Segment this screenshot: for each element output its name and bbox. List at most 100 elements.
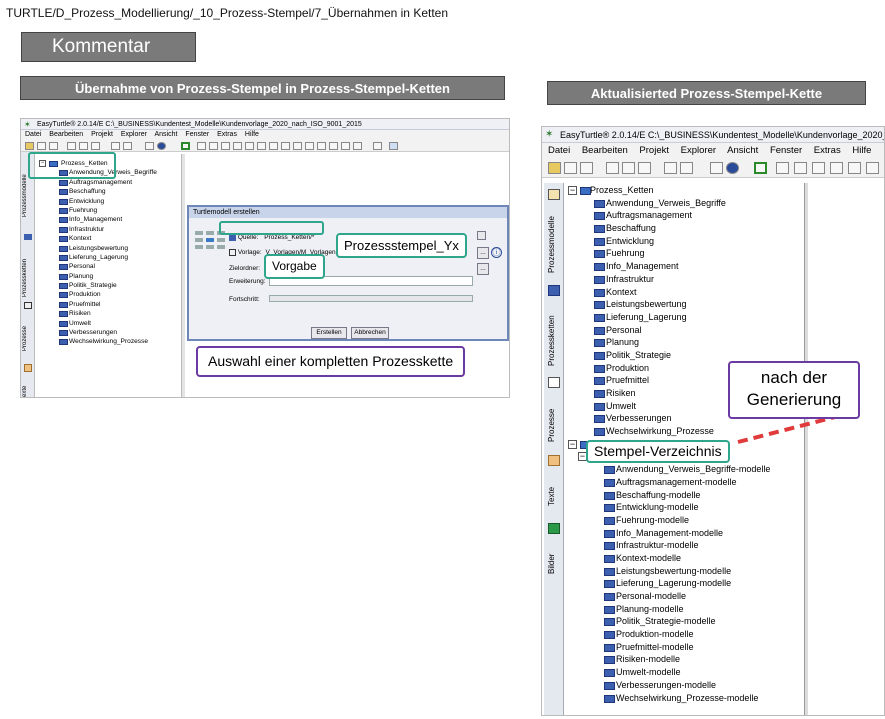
tree-item[interactable]: Auftragsmanagement [568,209,808,222]
tree-root[interactable]: −Prozess_Ketten [568,184,808,197]
menu-hilfe[interactable]: Hilfe [244,131,259,138]
tree-item[interactable]: Produktion [39,290,189,299]
tree-item[interactable]: Anwendung_Verweis_Begriffe [39,168,189,177]
tree-item[interactable]: Leistungsbewertung-modelle [568,565,808,578]
menu-extras[interactable]: Extras [813,145,841,156]
shape-rect-icon[interactable] [776,162,789,174]
tree-item[interactable]: Politik_Strategie-modelle [568,615,808,628]
menu-explorer[interactable]: Explorer [680,145,717,156]
shape-chevron-icon[interactable] [305,142,314,150]
print-icon[interactable] [580,162,593,174]
tree-item[interactable]: Verbesserungen-modelle [568,679,808,692]
tree-item[interactable]: Info_Management [568,260,808,273]
browse-vorlage-button[interactable]: ... [477,247,489,259]
tree-item[interactable]: Personal [568,324,808,337]
menu-ansicht[interactable]: Ansicht [154,131,178,138]
tree-item[interactable]: Entwicklung-modelle [568,501,808,514]
menu-projekt[interactable]: Projekt [639,145,669,156]
menu-fenster[interactable]: Fenster [769,145,803,156]
tree-item[interactable]: Politik_Strategie [39,281,189,290]
shape-circle-icon[interactable] [848,162,861,174]
tab-texte[interactable]: Texte [22,385,28,398]
collapse-icon[interactable]: − [568,185,577,195]
tree-item[interactable]: Wechselwirkung_Prozesse [39,337,189,346]
shape-circle-icon[interactable] [245,142,254,150]
shape-rect-icon[interactable] [197,142,206,150]
tree-item[interactable]: Auftragsmanagement [39,178,189,187]
tab-bilder[interactable]: Bilder [547,553,556,575]
frame-tool-icon[interactable] [353,142,362,150]
shape-d-icon[interactable] [233,142,242,150]
tree-item[interactable]: Wechselwirkung_Prozesse [568,425,808,438]
tree-root[interactable]: −Prozess_Ketten [39,159,189,168]
tree-item[interactable]: Fuehrung-modelle [568,514,808,527]
menu-projekt[interactable]: Projekt [91,131,113,138]
tree-item[interactable]: Lieferung_Lagerung [568,311,808,324]
tree-item[interactable]: Planung [568,336,808,349]
paste-icon[interactable] [638,162,651,174]
menu-ansicht[interactable]: Ansicht [727,145,759,156]
search-icon[interactable] [145,142,154,150]
tree-item[interactable]: Infrastruktur-modelle [568,539,808,552]
shape-select-icon[interactable] [181,142,190,150]
tree-item[interactable]: Umwelt [39,319,189,328]
tree-item[interactable]: Infrastruktur [39,225,189,234]
tree-item[interactable]: Fuehrung [39,206,189,215]
tree-item[interactable]: Kontext [39,234,189,243]
tree-item[interactable]: Anwendung_Verweis_Begriffe-modelle [568,463,808,476]
connector-tool-icon[interactable] [373,142,382,150]
tree-item[interactable]: Kontext [568,286,808,299]
tree-item[interactable]: Info_Management [39,215,189,224]
tree-item[interactable]: Entwicklung [568,235,808,248]
menu-bearbeiten[interactable]: Bearbeiten [49,131,84,138]
tree-item[interactable]: Beschaffung [39,187,189,196]
tree-item[interactable]: Lieferung_Lagerung [39,253,189,262]
tree-item[interactable]: Beschaffung-modelle [568,489,808,502]
tree-item[interactable]: Produktion-modelle [568,628,808,641]
tree-item[interactable]: Umwelt-modelle [568,666,808,679]
tree-item[interactable]: Beschaffung [568,222,808,235]
tree-item[interactable]: Infrastruktur [568,273,808,286]
open-folder-icon[interactable] [548,162,561,174]
browse-zielordner-button[interactable]: ... [477,263,489,275]
tab-prozesse[interactable]: Prozesse [22,325,28,351]
open-folder-icon[interactable] [25,142,34,150]
pane-splitter[interactable] [181,154,185,397]
tree-item[interactable]: Risiken [39,309,189,318]
pane-splitter[interactable] [804,183,808,715]
tree-item[interactable]: Lieferung_Lagerung-modelle [568,577,808,590]
erstellen-button[interactable]: Erstellen [311,327,347,339]
info-icon[interactable] [726,162,739,174]
cut-icon[interactable] [606,162,619,174]
menu-datei[interactable]: Datei [548,145,571,156]
tree-item[interactable]: Kontext-modelle [568,552,808,565]
shape-d-icon[interactable] [830,162,843,174]
menu-extras[interactable]: Extras [217,131,237,138]
undo-icon[interactable] [111,142,120,150]
tree-item[interactable]: Wechselwirkung_Prozesse-modelle [568,692,808,705]
tree-item[interactable]: Info_Management-modelle [568,527,808,540]
collapse-icon[interactable]: − [39,160,46,167]
shape-doc-icon[interactable] [257,142,266,150]
save-icon[interactable] [37,142,46,150]
shape-rounded-icon[interactable] [794,162,807,174]
tab-prozessketten[interactable]: Prozessketten [22,258,28,298]
menu-bearbeiten[interactable]: Bearbeiten [581,145,628,156]
search-icon[interactable] [710,162,723,174]
shape-arrow-icon[interactable] [281,142,290,150]
shape-diamond-icon[interactable] [221,142,230,150]
info-icon[interactable] [157,142,166,150]
tree-item[interactable]: Pruefmittel-modelle [568,641,808,654]
checkbox-tool-icon[interactable] [389,142,398,150]
tree-item[interactable]: Verbesserungen [568,412,808,425]
shape-select-icon[interactable] [754,162,767,174]
tree-item[interactable]: Leistungsbewertung [39,244,189,253]
tab-texte[interactable]: Texte [547,486,556,506]
tree-item[interactable]: Pruefmittel [568,374,808,387]
tree-item[interactable]: Entwicklung [39,197,189,206]
tree-item[interactable]: Personal-modelle [568,590,808,603]
tree-item[interactable]: Politik_Strategie [568,349,808,362]
menu-explorer[interactable]: Explorer [120,131,147,138]
erweiterung-input[interactable] [269,276,473,286]
shape-bar-icon[interactable] [317,142,326,150]
